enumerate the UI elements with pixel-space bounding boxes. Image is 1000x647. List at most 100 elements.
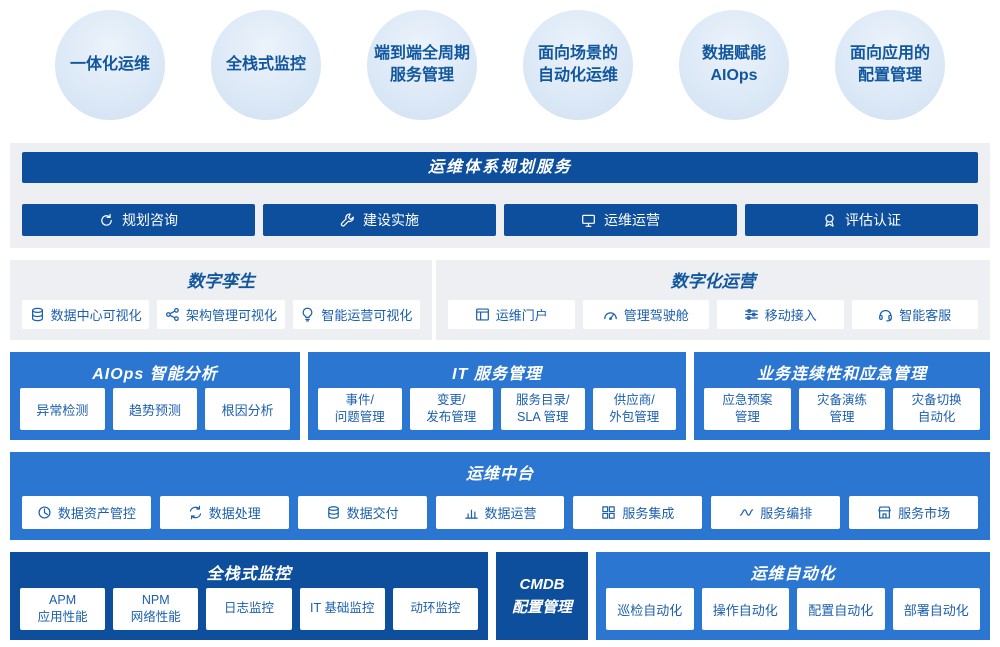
cmdb-line2: 配置管理 (511, 598, 572, 616)
middle-platform-title: 运维中台 (465, 466, 534, 483)
item-line1: APM (49, 592, 77, 607)
digital-operation-items: 运维门户 管理驾驶舱 移动接入 智能客服 (448, 300, 978, 329)
item-label: 服务集成 (622, 506, 675, 521)
itsm-title: IT 服务管理 (452, 366, 542, 383)
bar-chart-icon (464, 505, 479, 520)
item-data-operation: 数据运营 (435, 496, 565, 529)
item-label: 运维门户 (495, 308, 548, 323)
ops-automation-items: 巡检自动化 操作自动化 配置自动化 部署自动化 (606, 588, 980, 630)
item-label: 数据交付 (346, 506, 399, 521)
item-line2: 应用性能 (37, 609, 88, 624)
badge-line2: 服务管理 (389, 67, 454, 84)
item-service-orchestration: 服务编排 (711, 496, 841, 529)
item-line1: 供应商/ (613, 392, 655, 407)
item-label: 数据中心可视化 (50, 308, 142, 323)
badge-end-to-end-service: 端到端全周期 服务管理 (367, 10, 477, 120)
item-line2: SLA 管理 (517, 409, 569, 424)
item-intelligent-ops-visualization: 智能运营可视化 (292, 300, 420, 329)
item-evaluation-certification: 评估认证 (745, 204, 978, 236)
item-line1: 应急预案 (722, 392, 773, 407)
badge-line1: 数据赋能 (701, 44, 766, 62)
item-planning-consulting: 规划咨询 (22, 204, 255, 236)
coins-icon (326, 505, 341, 520)
item-line2: 问题管理 (334, 409, 385, 424)
item-service-market: 服务市场 (849, 496, 979, 529)
item-data-delivery: 数据交付 (297, 496, 427, 529)
value-badges-row: 一体化运维 全栈式监控 端到端全周期 服务管理 面向场景的 自动化运维 数据赋能… (0, 10, 1000, 120)
item-line2: 网络性能 (130, 609, 181, 624)
item-line1: 动环监控 (410, 600, 461, 615)
fullstack-monitoring-title: 全栈式监控 (206, 566, 292, 583)
badge-integrated-ops: 一体化运维 (55, 10, 165, 120)
item-anomaly-detection: 异常检测 (20, 388, 105, 430)
item-dr-drill-mgmt: 灾备演练 管理 (798, 388, 886, 430)
badge-line1: 一体化运维 (69, 55, 150, 73)
item-label: 运维运营 (604, 212, 660, 228)
item-config-automation: 配置自动化 (797, 588, 885, 630)
bcm-title: 业务连续性和应急管理 (756, 366, 927, 383)
badge-line2: 自动化运维 (537, 67, 618, 84)
item-line1: 服务目录/ (516, 392, 570, 407)
badge-line1: 面向场景的 (537, 44, 618, 62)
item-line1: 事件/ (345, 392, 374, 407)
wrench-icon (340, 213, 355, 228)
digital-twin-title: 数字孪生 (187, 272, 255, 291)
badge-scenario-automation: 面向场景的 自动化运维 (523, 10, 633, 120)
item-npm: NPM 网络性能 (113, 588, 199, 630)
item-intelligent-service: 智能客服 (851, 300, 978, 329)
item-label: 建设实施 (363, 212, 419, 228)
planning-items: 规划咨询 建设实施 运维运营 评估认证 (22, 204, 978, 236)
item-log-monitoring: 日志监控 (206, 588, 292, 630)
bcm-panel: 业务连续性和应急管理 应急预案 管理 灾备演练 管理 灾备切换 自动化 (694, 352, 990, 440)
badge-fullstack-monitoring: 全栈式监控 (211, 10, 321, 120)
item-label: 规划咨询 (122, 212, 178, 228)
item-line2: 外包管理 (609, 409, 660, 424)
sync-arrows-icon (188, 505, 203, 520)
item-change-release-mgmt: 变更/ 发布管理 (409, 388, 493, 430)
badge-line1: 端到端全周期 (373, 44, 470, 62)
item-line1: NPM (141, 592, 170, 607)
bcm-items: 应急预案 管理 灾备演练 管理 灾备切换 自动化 (704, 388, 981, 430)
clock-icon (37, 505, 52, 520)
badge-line2: 配置管理 (857, 67, 922, 84)
item-line1: IT 基础监控 (310, 600, 375, 615)
item-inspection-automation: 巡检自动化 (606, 588, 694, 630)
item-deployment-automation: 部署自动化 (892, 588, 980, 630)
medal-icon (822, 213, 837, 228)
item-line1: 变更/ (437, 392, 466, 407)
aiops-panel: AIOps 智能分析 异常检测 趋势预测 根因分析 (10, 352, 300, 440)
network-nodes-icon (165, 307, 180, 322)
item-trend-prediction: 趋势预测 (112, 388, 198, 430)
item-management-cockpit: 管理驾驶舱 (582, 300, 709, 329)
database-icon (30, 307, 45, 322)
item-service-integration: 服务集成 (573, 496, 703, 529)
item-data-asset-control: 数据资产管控 (22, 496, 151, 529)
window-icon (475, 307, 490, 322)
item-datacenter-visualization: 数据中心可视化 (22, 300, 150, 329)
item-label: 智能运营可视化 (321, 308, 413, 323)
item-label: 智能客服 (899, 308, 952, 323)
gauge-icon (603, 307, 618, 322)
badge-app-config-mgmt: 面向应用的 配置管理 (835, 10, 945, 120)
itsm-items: 事件/ 问题管理 变更/ 发布管理 服务目录/ SLA 管理 供应商/ 外包管理 (318, 388, 676, 430)
item-ops-operation: 运维运营 (504, 204, 737, 236)
item-line2: 管理 (734, 409, 760, 424)
item-mobile-access: 移动接入 (717, 300, 844, 329)
ops-automation-panel: 运维自动化 巡检自动化 操作自动化 配置自动化 部署自动化 (596, 552, 990, 640)
badge-line2: AIOps (710, 67, 758, 84)
item-label: 服务市场 (898, 506, 951, 521)
aiops-title: AIOps 智能分析 (92, 366, 218, 383)
item-line1: 灾备切换 (911, 392, 962, 407)
item-data-processing: 数据处理 (159, 496, 289, 529)
digital-twin-items: 数据中心可视化 架构管理可视化 智能运营可视化 (22, 300, 420, 329)
item-line1: 灾备演练 (817, 392, 868, 407)
monitor-icon (581, 213, 596, 228)
cmdb-line1: CMDB (519, 575, 565, 593)
headset-icon (878, 307, 893, 322)
item-line2: 发布管理 (426, 409, 477, 424)
digital-operation-panel: 数字化运营 运维门户 管理驾驶舱 移动接入 智能客服 (436, 260, 990, 340)
itsm-panel: IT 服务管理 事件/ 问题管理 变更/ 发布管理 服务目录/ SLA 管理 供… (308, 352, 686, 440)
digital-twin-panel: 数字孪生 数据中心可视化 架构管理可视化 智能运营可视化 (10, 260, 432, 340)
item-architecture-visualization: 架构管理可视化 (157, 300, 285, 329)
item-label: 架构管理可视化 (185, 308, 277, 323)
